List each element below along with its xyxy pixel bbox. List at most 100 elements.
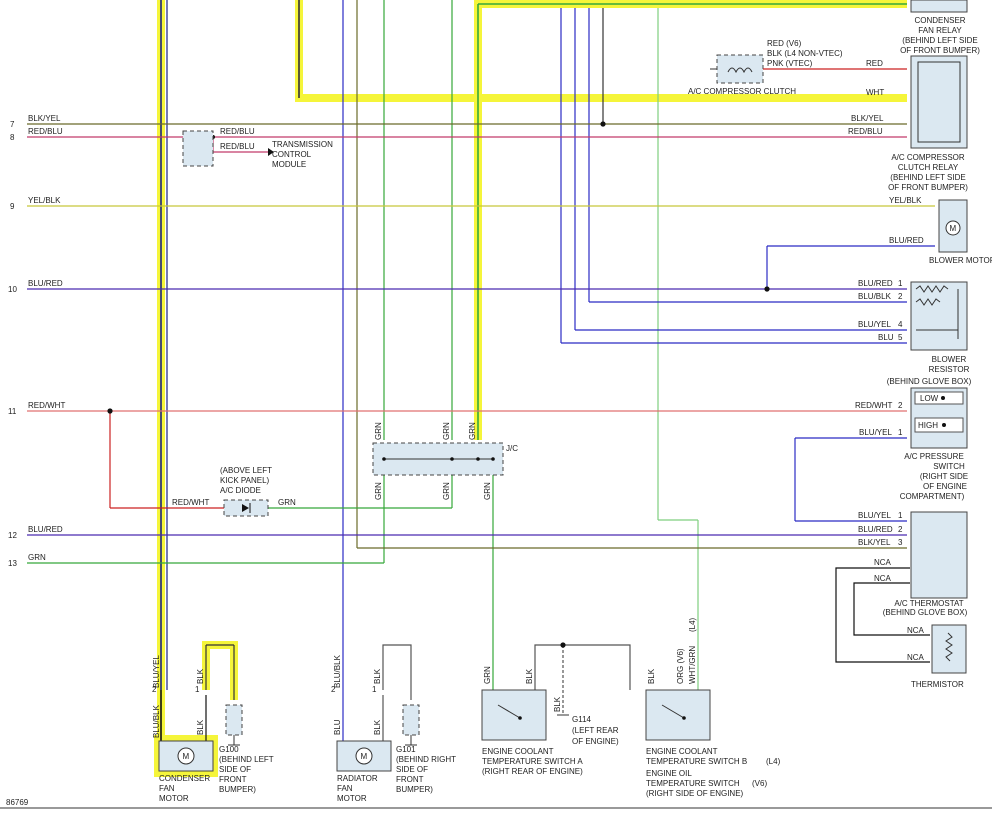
clutch-w1: RED (V6): [767, 39, 802, 48]
ts-w3: BLK/YEL: [858, 538, 891, 547]
ect-a-labels: GRN BLK BLK G114 (LEFT REAR OF ENGINE) E…: [482, 666, 619, 776]
cfm-w1: BLU/YEL: [152, 655, 161, 688]
ecta-w2: BLK: [525, 668, 534, 684]
jc-b3: GRN: [483, 482, 492, 500]
ectb-w3: WHT/GRN: [688, 646, 697, 684]
ect-b-labels: BLK ORG (V6) WHT/GRN (L4) ENGINE COOLANT…: [646, 617, 781, 798]
ectb-l6: (RIGHT SIDE OF ENGINE): [646, 789, 744, 798]
blower-motor-labels: YEL/BLK BLU/RED BLOWER MOTOR: [889, 196, 992, 265]
ac-thermostat: [910, 511, 968, 599]
diode-l2: KICK PANEL): [220, 476, 270, 485]
condenser-fan-motor-labels: BLU/YEL BLK BLU/BLK BLK 2 1 CONDENSER FA…: [152, 655, 274, 803]
th-nca2: NCA: [907, 653, 925, 662]
wires: [27, 0, 935, 745]
cfr-l1: CONDENSER: [914, 16, 965, 25]
clutch-w2: BLK (L4 NON-VTEC): [767, 49, 843, 58]
pressure-switch-labels: RED/WHT BLU/YEL 2 1 A/C PRESSURE SWITCH …: [855, 401, 968, 501]
ectb-w1: BLK: [647, 668, 656, 684]
pressure-switch: LOW HIGH: [910, 387, 968, 449]
ectb-v6: (V6): [752, 779, 767, 788]
br-p4: 5: [898, 333, 903, 342]
ts-nca1: NCA: [874, 558, 892, 567]
relay-l3: (BEHIND LEFT SIDE: [890, 173, 965, 182]
radiator-motor-m: M: [361, 752, 368, 761]
cfm-p2: 1: [195, 685, 200, 694]
br-w4: BLU: [878, 333, 894, 342]
rfm-p1: 2: [331, 685, 336, 694]
rfm-l1: RADIATOR: [337, 774, 378, 783]
ts-l1: A/C THERMOSTAT: [894, 599, 963, 608]
condenser-fan-motor: M: [158, 704, 243, 772]
left-wire-labels: BLK/YEL RED/BLU YEL/BLK BLU/RED RED/WHT …: [28, 114, 65, 562]
ect-switch-a: [481, 689, 569, 741]
relay-l4: OF FRONT BUMPER): [888, 183, 968, 192]
rfm-g3: SIDE OF: [396, 765, 428, 774]
ts-p1: 1: [898, 511, 903, 520]
ac-compressor-clutch: [710, 54, 907, 84]
wire-r11: RED/WHT: [28, 401, 65, 410]
clutch-w3: PNK (VTEC): [767, 59, 813, 68]
jc-labels: J/C GRN GRN GRN GRN GRN GRN: [374, 422, 518, 500]
cfm-l2: FAN: [159, 784, 175, 793]
radiator-fan-motor: M: [336, 704, 420, 772]
br-p3: 4: [898, 320, 903, 329]
pressure-low: LOW: [920, 394, 939, 403]
clutch-label: A/C COMPRESSOR CLUTCH: [688, 87, 796, 96]
tcm-l2: CONTROL: [272, 150, 312, 159]
jc-t1: GRN: [374, 422, 383, 440]
ps-l5: COMPARTMENT): [900, 492, 965, 501]
cfm-l3: MOTOR: [159, 794, 189, 803]
ecta-l1: ENGINE COOLANT: [482, 747, 554, 756]
thermistor: [931, 624, 967, 674]
rfm-g4: FRONT: [396, 775, 424, 784]
ac-clutch-relay-labels: BLK/YEL RED/BLU A/C COMPRESSOR CLUTCH RE…: [848, 114, 968, 192]
cfr-l3: (BEHIND LEFT SIDE: [902, 36, 977, 45]
th-nca1: NCA: [907, 626, 925, 635]
br-p1: 1: [898, 279, 903, 288]
tcm-l1: TRANSMISSION: [272, 140, 333, 149]
rfm-w3: BLU: [333, 719, 342, 735]
rfm-p2: 1: [372, 685, 377, 694]
rfm-w2: BLK: [373, 668, 382, 684]
blower-motor-m: M: [950, 224, 957, 233]
blower-resistor-labels: BLU/RED BLU/BLK BLU/YEL BLU 1 2 4 5 BLOW…: [858, 279, 972, 386]
clutch-wht: WHT: [866, 88, 884, 97]
relay-in2: RED/BLU: [848, 127, 883, 136]
row-7: 7: [10, 120, 15, 129]
ps-p1: 2: [898, 401, 903, 410]
row-11: 11: [8, 407, 17, 416]
pressure-high: HIGH: [918, 421, 938, 430]
ps-w1: RED/WHT: [855, 401, 892, 410]
ps-l1: A/C PRESSURE: [904, 452, 964, 461]
cfm-w2: BLK: [196, 668, 205, 684]
ect-switch-b: [645, 689, 711, 741]
condenser-fan-relay: [910, 0, 968, 13]
blower-resistor: [910, 281, 968, 351]
ectb-l3: ENGINE OIL: [646, 769, 692, 778]
br-l3: (BEHIND GLOVE BOX): [887, 377, 972, 386]
junction-dots: [107, 121, 770, 648]
bm-w2: BLU/RED: [889, 236, 924, 245]
th-label: THERMISTOR: [911, 680, 964, 689]
clutch-red: RED: [866, 59, 883, 68]
highlight-paths: [154, 0, 907, 777]
junction-connector: [372, 442, 504, 476]
condenser-motor-m: M: [183, 752, 190, 761]
ac-clutch-relay: [910, 55, 968, 149]
thermistor-labels: NCA NCA THERMISTOR: [907, 626, 964, 689]
rfm-l3: MOTOR: [337, 794, 367, 803]
ts-p2: 2: [898, 525, 903, 534]
ectb-l4: (L4): [766, 757, 781, 766]
br-w2: BLU/BLK: [858, 292, 892, 301]
ps-l3: (RIGHT SIDE: [920, 472, 968, 481]
jc-label: J/C: [506, 444, 518, 453]
ecta-g3: OF ENGINE): [572, 737, 619, 746]
ecta-w3: BLK: [553, 696, 562, 712]
wire-r13: GRN: [28, 553, 46, 562]
condenser-fan-relay-label: CONDENSER FAN RELAY (BEHIND LEFT SIDE OF…: [900, 16, 980, 55]
tcm-l3: MODULE: [272, 160, 306, 169]
diode-l3: A/C DIODE: [220, 486, 261, 495]
rfm-w4: BLK: [373, 719, 382, 735]
cfm-g4: FRONT: [219, 775, 247, 784]
ectb-l2: TEMPERATURE SWITCH B: [646, 757, 747, 766]
